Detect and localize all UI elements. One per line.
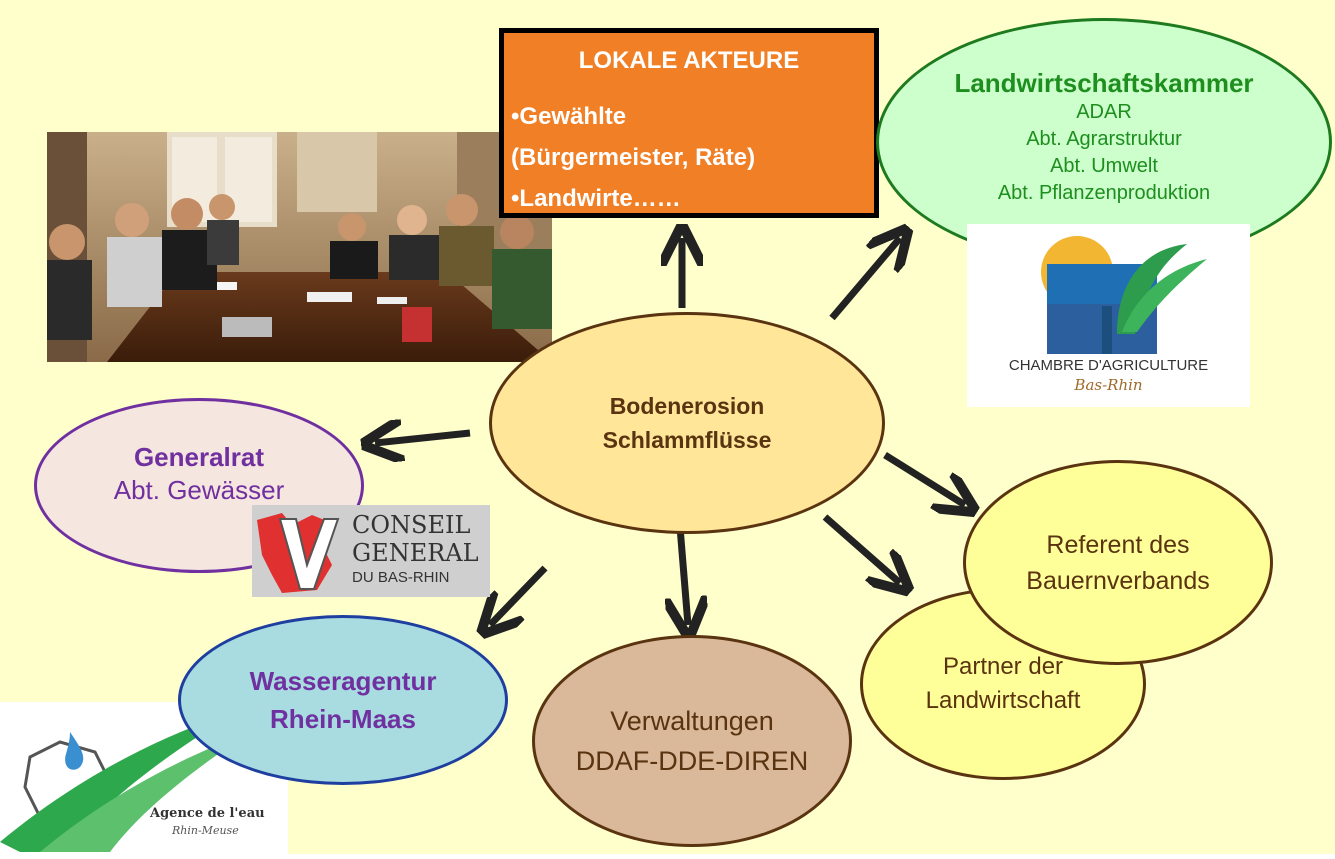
landwirtschaftskammer-node: Landwirtschaftskammer ADAR Abt. Agrarstr… [876,18,1332,266]
arrow-to-verwaltung [680,526,688,625]
arrow-to-wasser [490,565,548,625]
arrow-to-partner [822,514,900,583]
conseil-overlay-line3: DU BAS-RHIN [352,569,450,586]
center-node-bodenerosion: Bodenerosion Schlammflüsse [489,312,885,534]
referent-line2: Bauernverbands [1026,566,1210,595]
verwaltung-line2: DDAF-DDE-DIREN [575,746,809,776]
partner-line2: Landwirtschaft [925,687,1081,714]
center-line2: Schlammflüsse [602,427,772,453]
referent-bauernverband-node: Referent des Bauernverbands [963,460,1273,665]
wasser-line2: Rhein-Maas [270,704,416,734]
kammer-line-pflanzenproduktion: Abt. Pflanzenproduktion [997,182,1211,204]
wasseragentur-node: Wasseragentur Rhein-Maas [178,615,508,785]
referent-line1: Referent des [1046,530,1190,559]
kammer-title: Landwirtschaftskammer [954,68,1254,98]
kammer-line-umwelt: Abt. Umwelt [1050,155,1158,177]
generalrat-sub: Abt. Gewässer [113,475,285,505]
lokale-title: LOKALE AKTEURE [578,47,800,74]
generalrat-title: Generalrat [133,442,265,472]
kammer-line-agrarstruktur: Abt. Agrarstruktur [1026,128,1182,150]
conseil-overlay-line1: CONSEIL [352,511,471,539]
chambre-agriculture-logo-overlay: CHAMBRE D'AGRICULTURE Bas-Rhin [967,224,1250,407]
lokale-line-gewaehlte: •Gewählte [511,103,627,130]
conseil-general-logo-overlay: CONSEIL GENERAL DU BAS-RHIN [252,505,490,597]
meeting-photo [47,132,552,362]
kammer-line-adar: ADAR [1076,101,1132,123]
arrow-to-kammer [829,238,900,321]
arrow-to-generalrat [375,433,471,443]
verwaltungen-node: Verwaltungen DDAF-DDE-DIREN [532,635,852,847]
center-line1: Bodenerosion [609,393,765,419]
wasser-line1: Wasseragentur [249,666,437,696]
conseil-overlay-line2: GENERAL [352,539,479,567]
verwaltung-line1: Verwaltungen [610,706,774,736]
lokale-line-landwirte: •Landwirte…… [511,185,681,212]
partner-line1: Partner der [942,653,1064,680]
arrow-to-referent [883,452,965,505]
chambre-overlay-text: CHAMBRE D'AGRICULTURE [1008,357,1209,374]
lokale-akteure-box: LOKALE AKTEURE •Gewählte (Bürgermeister,… [499,28,879,218]
agence-logo-text: Agence de l'eau [150,806,265,821]
lokale-line-buergermeister: (Bürgermeister, Räte) [511,144,756,171]
chambre-overlay-subtext: Bas-Rhin [1074,376,1143,394]
agence-logo-subtext: Rhin-Meuse [172,824,239,837]
